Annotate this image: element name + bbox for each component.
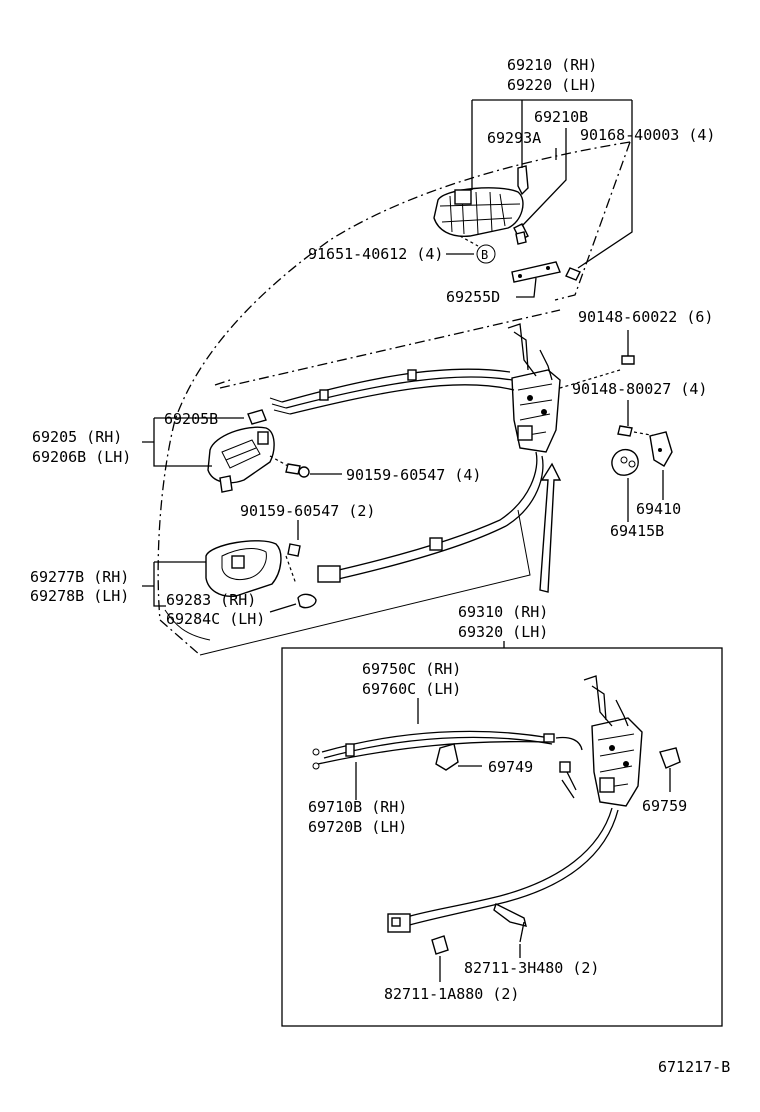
label-69320: 69320 (LH): [458, 623, 548, 641]
label-69310: 69310 (RH): [458, 603, 548, 621]
label-69255d: 69255D: [446, 288, 500, 306]
outside-handle-bracket: [517, 165, 529, 196]
label-69205: 69205 (RH): [32, 428, 122, 446]
screw-90159b: [287, 543, 301, 557]
label-90148a: 90148-60022 (6): [578, 308, 713, 326]
label-82711b: 82711-1A880 (2): [384, 985, 519, 1003]
leader-69210: [471, 99, 633, 269]
bracket-69205: [142, 418, 212, 467]
label-69284c: 69284C (LH): [166, 610, 265, 628]
lock-knob-cable: [317, 451, 544, 583]
label-69277b: 69277B (RH): [30, 568, 129, 586]
striker-shim: [611, 449, 639, 476]
diagram-id: 671217-B: [658, 1058, 730, 1076]
door-sill-line: [164, 609, 211, 641]
leader-b-dotted: [459, 235, 479, 247]
label-69293a: 69293A: [487, 129, 541, 147]
label-69749: 69749: [488, 758, 533, 776]
leader-69255d: [516, 277, 537, 298]
label-90148b: 90148-80027 (4): [572, 380, 707, 398]
leader-90159a-dotted: [269, 455, 289, 467]
leader-69210b: [521, 128, 567, 227]
label-90159b: 90159-60547 (2): [240, 502, 375, 520]
label-90159a: 90159-60547 (4): [346, 466, 481, 484]
label-69760c: 69760C (LH): [362, 680, 461, 698]
cable-clamp-82711-1a880: [431, 935, 449, 955]
leader-90148b-dotted: [633, 431, 659, 445]
clip-69749: [435, 743, 459, 771]
leader-90148a-dotted: [559, 369, 621, 389]
reinforcement-plate: [511, 261, 561, 283]
label-69278b: 69278B (LH): [30, 587, 129, 605]
knob-69283: [297, 593, 317, 609]
door-outline-inner: [214, 141, 631, 389]
door-lock-assembly: [511, 369, 561, 453]
inside-handle: [207, 426, 275, 493]
lock-assembly-box: [281, 647, 723, 1027]
striker-plate: [649, 431, 673, 467]
door-bottom-edge: [199, 509, 531, 656]
label-69759: 69759: [642, 797, 687, 815]
label-69283: 69283 (RH): [166, 591, 256, 609]
label-69720b: 69720B (LH): [308, 818, 407, 836]
screw-90148b: [617, 425, 633, 437]
label-69410: 69410: [636, 500, 681, 518]
clip-69759: [659, 747, 681, 769]
handle-clip: [513, 223, 529, 245]
lower-rod-clip: [559, 761, 571, 773]
screw-90148a: [621, 355, 635, 365]
callout-b: B: [481, 248, 488, 262]
inside-handle-cables: [269, 368, 515, 415]
label-69210b: 69210B: [534, 108, 588, 126]
leader-90159b-dotted: [285, 555, 297, 585]
cable-clamp-82711-3h480: [493, 903, 527, 943]
lower-lock-knob-cable: [387, 807, 619, 933]
label-69415b: 69415B: [610, 522, 664, 540]
label-90168: 90168-40003 (4): [580, 126, 715, 144]
label-91651: 91651-40612 (4): [308, 245, 443, 263]
label-69750c: 69750C (RH): [362, 660, 461, 678]
lock-knob-bezel: [205, 540, 282, 597]
bracket-69277b: [142, 561, 206, 607]
label-69206b: 69206B (LH): [32, 448, 131, 466]
label-69210: 69210 (RH): [507, 56, 597, 74]
callout-b-circle: [476, 244, 496, 264]
leader-69283: [269, 603, 297, 613]
lower-rod-end: [561, 769, 577, 799]
outside-handle: [433, 187, 524, 237]
install-direction-arrow: [539, 462, 562, 593]
label-69205b: 69205B: [164, 410, 218, 428]
lower-cables: [312, 730, 583, 770]
screw-90159a: [285, 463, 310, 478]
label-69710b: 69710B (RH): [308, 798, 407, 816]
label-69220: 69220 (LH): [507, 76, 597, 94]
clip-69205b: [247, 409, 267, 425]
screw-90168: [565, 267, 581, 281]
lower-lock-assembly: [583, 675, 643, 807]
label-82711a: 82711-3H480 (2): [464, 959, 599, 977]
door-outline: [157, 141, 631, 656]
lock-rods: [507, 323, 553, 381]
